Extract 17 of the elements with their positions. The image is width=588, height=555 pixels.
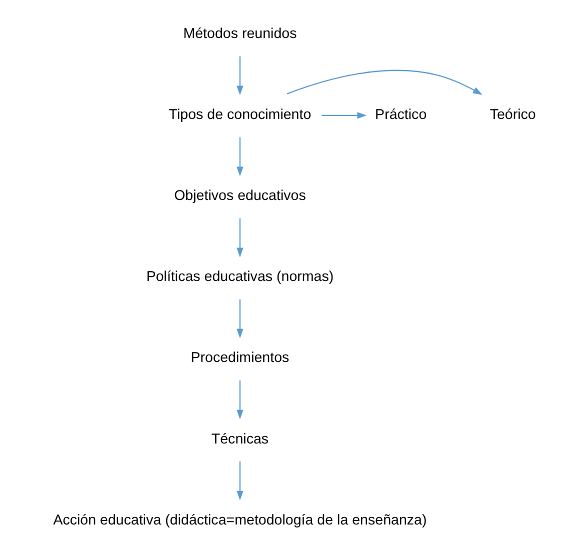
arrow [236,137,243,176]
node-text: Objetivos educativos [174,188,306,204]
node-text: Tipos de conocimiento [168,107,311,124]
arrow [236,380,243,420]
node-text: Teórico [489,107,536,124]
node-text: Procedimientos [190,350,289,366]
arrow [286,70,482,95]
arrow [236,299,243,338]
node-text: Técnicas [210,431,268,448]
node-text: Acción educativa (didáctica=metodología de la enseñanza) [52,512,426,528]
arrow [236,461,243,500]
arrow [321,112,366,119]
node-text: Métodos reunidos [182,26,296,42]
node-text: Práctico [374,107,426,124]
arrow [236,218,243,258]
node-text: Políticas educativas (normas) [146,269,334,286]
arrow [236,56,243,96]
